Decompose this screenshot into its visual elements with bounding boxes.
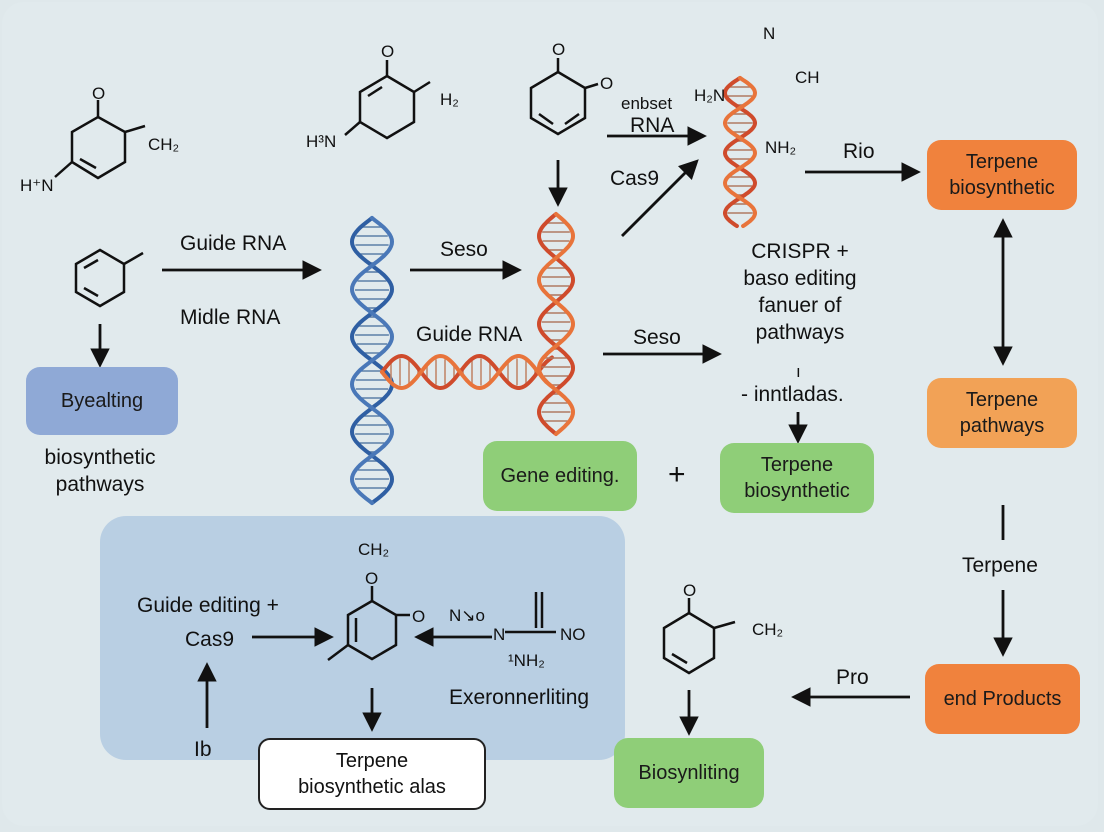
box-line: biosynthetic alas [298, 776, 446, 798]
dna-helix-horizontal [380, 353, 554, 391]
atom-label: NH₂ [765, 138, 797, 157]
box-byealting: Byealting [26, 367, 178, 435]
label-inntladas: - inntladas. [741, 383, 844, 406]
atom-label: N [493, 625, 506, 644]
atom-label: O [365, 569, 379, 588]
atom-label: O [92, 84, 106, 103]
atom-label: H₂N [694, 86, 726, 105]
helix-strand [536, 212, 576, 436]
box-line: pathways [959, 415, 1045, 437]
label-rna: RNA [630, 114, 675, 137]
box-gene-editing: Gene editing. [483, 441, 637, 511]
label-cas9-top: Cas9 [610, 167, 660, 190]
molecule-top-left [54, 100, 146, 180]
helix-strand [380, 353, 554, 391]
atom-label: CH₂ [148, 135, 180, 154]
label-cas9-bottom: Cas9 [185, 628, 235, 651]
dna-helices [349, 76, 758, 505]
helix-strand [536, 212, 576, 436]
label-guide-rna-top: Guide RNA [180, 232, 287, 255]
crispr-line: pathways [755, 321, 845, 345]
label-seso-mid: Seso [633, 326, 681, 349]
label-line: pathways [55, 473, 145, 497]
atom-label: O [600, 74, 614, 93]
dna-helix-blue [349, 216, 395, 505]
box-terpene-biosynthetic-top: Terpene biosynthetic [927, 140, 1077, 210]
box-terpene-biosynthetic-alas: Terpene biosynthetic alas [258, 738, 486, 810]
box-line: Terpene [965, 389, 1039, 411]
molecule-left-small [74, 248, 144, 308]
helix-strand [722, 76, 758, 228]
helix-strand [349, 216, 395, 505]
box-end-products: end Products [925, 664, 1080, 734]
molecule-top-center [529, 58, 599, 136]
crispr-line: fanuer of [758, 294, 842, 318]
atom-label: NO [560, 625, 586, 644]
box-line: Terpene [965, 151, 1039, 173]
label-guide-rna-mid: Guide RNA [416, 323, 523, 346]
plus-sign: + [668, 458, 686, 491]
dna-helix-orange-top [722, 76, 758, 228]
atom-label: O [552, 40, 566, 59]
molecule-top-mid [344, 60, 431, 140]
label-tick: ı [796, 362, 801, 381]
label-midle-rna: Midle RNA [180, 306, 281, 329]
crispr-line: CRISPR + [751, 240, 849, 263]
label-pro: Pro [836, 666, 869, 689]
box-line: biosynthetic [949, 177, 1055, 199]
box-terpene-pathways: Terpene pathways [927, 378, 1077, 448]
label-seso-top: Seso [440, 238, 488, 261]
crispr-description: CRISPR + baso editing fanuer of pathways [720, 240, 880, 346]
atom-label: CH₂ [358, 540, 390, 559]
label-exeronnerliting: Exeronnerliting [449, 686, 590, 709]
label-enbset: enbset [621, 94, 673, 113]
atom-label: O [381, 42, 395, 61]
label-biosynthetic-pathways: biosynthetic pathways [30, 446, 170, 497]
box-line: Terpene [760, 454, 834, 476]
box-line: biosynthetic [744, 480, 850, 502]
box-terpene-biosynthetic-mid: Terpene biosynthetic [720, 443, 874, 513]
atom-label: O [412, 607, 426, 626]
atom-label: CH [795, 68, 820, 87]
label-rio: Rio [843, 140, 875, 163]
atom-label: N [763, 24, 776, 43]
box-biosynliting: Biosynliting [614, 738, 764, 808]
arrow-cas9-diag [621, 159, 699, 237]
label-ib: Ib [194, 738, 212, 761]
molecule-bottom-amide [505, 592, 556, 634]
atom-label: O [683, 581, 697, 600]
atom-label: N↘o [449, 606, 485, 625]
atom-label: ¹NH₂ [508, 651, 545, 670]
flow-arrows [90, 126, 1013, 736]
atom-label: H₂ [440, 90, 459, 109]
atom-label: H³N [306, 132, 337, 151]
dna-helix-orange-center [536, 212, 576, 436]
helix-strand [380, 353, 554, 391]
atom-label: CH₂ [752, 620, 784, 639]
label-guide-editing: Guide editing + [137, 594, 279, 617]
molecule-bottom-right [662, 598, 736, 675]
atom-label: H⁺N [20, 176, 54, 195]
label-line: biosynthetic [44, 446, 156, 469]
label-terpene-side: Terpene [962, 554, 1038, 577]
helix-strand [722, 76, 758, 228]
box-line: Terpene [335, 750, 409, 772]
crispr-line: baso editing [743, 267, 857, 291]
molecule-bottom-center [327, 586, 410, 661]
